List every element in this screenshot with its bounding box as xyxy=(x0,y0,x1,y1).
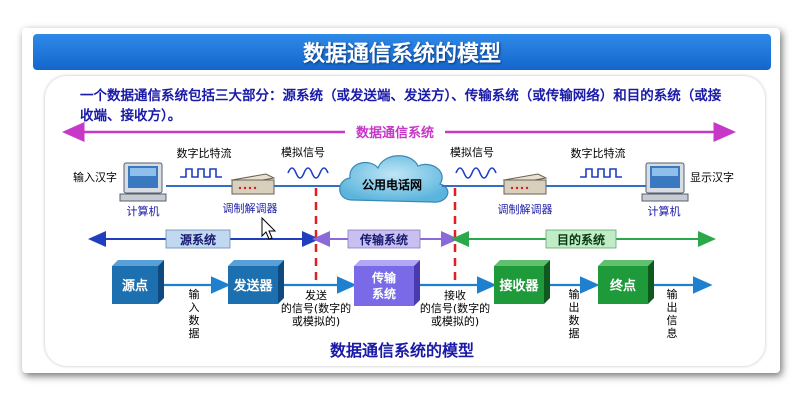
modem-left-label: 调制解调器 xyxy=(223,201,278,215)
block-label: 接收器 xyxy=(499,278,539,294)
bitstream-right-label: 数字比特流 xyxy=(571,146,626,160)
modem-icon xyxy=(502,173,548,195)
block-source-point: 源点 xyxy=(112,260,164,304)
top-arrow-label: 数据通信系统 xyxy=(356,125,434,141)
diagram-caption: 数据通信系统的模型 xyxy=(330,341,474,360)
digital-wave-icon xyxy=(180,168,222,178)
svg-text:据: 据 xyxy=(189,326,200,340)
block-transmission-system: 传输 系统 xyxy=(354,260,420,306)
annotation-send-signal: 发送 的信号(数字的 或模拟的) xyxy=(281,288,351,328)
svg-text:信: 信 xyxy=(667,314,678,327)
display-hanzi-label: 显示汉字 xyxy=(690,170,734,184)
title-bar: 数据通信系统的模型 xyxy=(33,34,771,70)
transmission-system-label: 传输系统 xyxy=(359,232,408,247)
svg-text:或模拟的): 或模拟的) xyxy=(431,314,479,328)
digital-wave-icon xyxy=(580,168,622,178)
svg-text:数: 数 xyxy=(189,314,200,327)
input-hanzi-label: 输入汉字 xyxy=(73,170,117,184)
modem-right-label: 调制解调器 xyxy=(498,202,553,216)
svg-text:的信号(数字的: 的信号(数字的 xyxy=(281,301,351,315)
transmission-system-arrow: 传输系统 xyxy=(312,229,459,249)
svg-text:输: 输 xyxy=(667,287,678,301)
svg-text:发送: 发送 xyxy=(305,288,327,302)
computer-icon xyxy=(641,162,689,202)
annotation-output-data: 输 出 数 据 xyxy=(569,287,580,340)
block-label: 源点 xyxy=(122,278,148,294)
analog-left-label: 模拟信号 xyxy=(281,145,325,159)
destination-system-label: 目的系统 xyxy=(557,232,605,247)
svg-text:出: 出 xyxy=(569,300,580,314)
source-system-label: 源系统 xyxy=(180,232,216,247)
computer-left-label: 计算机 xyxy=(127,204,160,218)
svg-text:的信号(数字的: 的信号(数字的 xyxy=(420,301,490,315)
cursor-icon xyxy=(261,216,277,240)
analog-wave-icon xyxy=(287,167,329,179)
annotation-output-info: 输 出 信 息 xyxy=(667,287,678,340)
computer-right-label: 计算机 xyxy=(648,204,681,218)
cloud-icon xyxy=(339,155,449,203)
annotation-input-data: 输 入 数 据 xyxy=(189,287,200,340)
modem-icon xyxy=(230,173,276,195)
block-destination-point: 终点 xyxy=(598,260,654,304)
svg-text:出: 出 xyxy=(667,300,678,314)
block-label: 发送器 xyxy=(232,278,273,294)
svg-text:入: 入 xyxy=(189,301,200,314)
svg-text:数: 数 xyxy=(569,314,580,327)
top-system-arrow: 数据通信系统 xyxy=(62,122,736,142)
svg-text:或模拟的): 或模拟的) xyxy=(292,314,340,328)
svg-text:据: 据 xyxy=(569,326,580,340)
svg-text:息: 息 xyxy=(667,326,678,340)
svg-text:输: 输 xyxy=(189,287,200,301)
intro-text: 一个数据通信系统包括三大部分：源系统（或发送端、发送方）、传输系统（或传输网络）… xyxy=(80,88,722,124)
analog-right-label: 模拟信号 xyxy=(450,145,494,159)
bitstream-left-label: 数字比特流 xyxy=(177,146,232,160)
block-receiver: 接收器 xyxy=(494,260,550,304)
cloud-label: 公用电话网 xyxy=(362,177,422,192)
annotation-recv-signal: 接收 的信号(数字的 或模拟的) xyxy=(420,288,490,328)
computer-icon xyxy=(119,162,167,202)
analog-wave-icon xyxy=(455,167,497,179)
svg-text:接收: 接收 xyxy=(444,288,466,302)
destination-system-arrow: 目的系统 xyxy=(451,229,716,249)
svg-text:输: 输 xyxy=(569,287,580,301)
block-transmitter: 发送器 xyxy=(228,260,284,304)
source-system-arrow: 源系统 xyxy=(88,229,320,249)
block-label: 传输 xyxy=(371,270,397,285)
block-label: 系统 xyxy=(372,286,396,301)
block-label: 终点 xyxy=(610,278,636,294)
page-title: 数据通信系统的模型 xyxy=(302,42,501,67)
